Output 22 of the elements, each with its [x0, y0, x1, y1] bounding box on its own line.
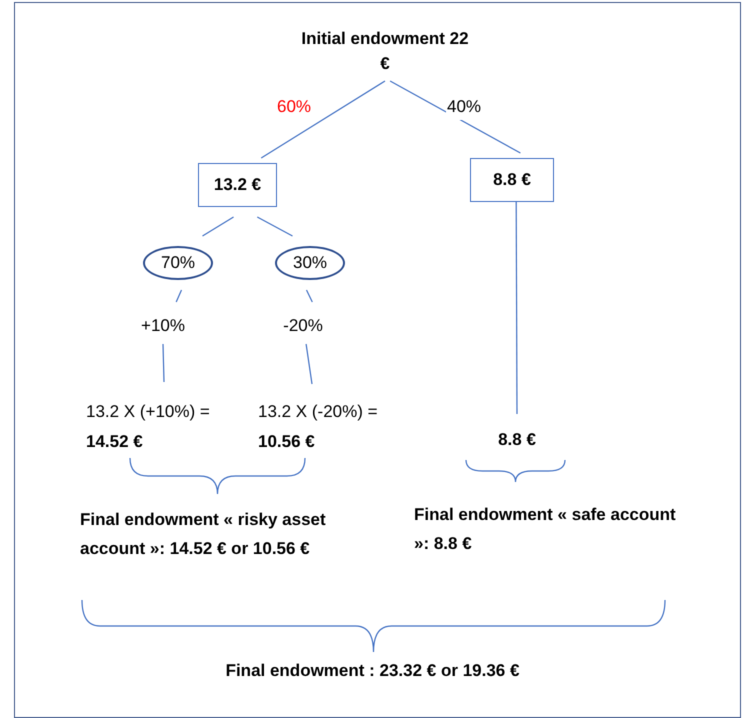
calculation-text: 13.2 X (-20%) = 10.56 € [258, 396, 408, 458]
connector-line [306, 290, 313, 302]
node-text: Initial endowment 22 € [300, 26, 470, 76]
amount-box: 13.2 € [198, 163, 277, 207]
return-text: -20% [272, 312, 334, 340]
calculation-text: 13.2 X (+10%) = 14.52 € [86, 396, 236, 458]
connector-line [390, 80, 521, 154]
connector-line [176, 290, 182, 302]
return-text: +10% [130, 312, 196, 340]
connector-line [260, 80, 386, 158]
summary-text: Final endowment « safe account »: 8.8 € [414, 504, 677, 555]
probability-ellipse: 30% [275, 246, 345, 280]
probability-ellipse: 70% [143, 246, 213, 280]
amount-box: 8.8 € [470, 158, 554, 202]
summary-text: Final endowment : 23.32 € or 19.36 € [224, 660, 520, 682]
connector-line [516, 202, 518, 414]
amount-text: 8.8 € [485, 426, 549, 454]
summary-text: Final endowment « risky asset account »: 14.52 € or 10.56 € [80, 509, 327, 560]
connector-line [162, 344, 165, 382]
connector-line [256, 216, 293, 237]
connector-line [306, 344, 313, 384]
connector-line [202, 216, 234, 237]
